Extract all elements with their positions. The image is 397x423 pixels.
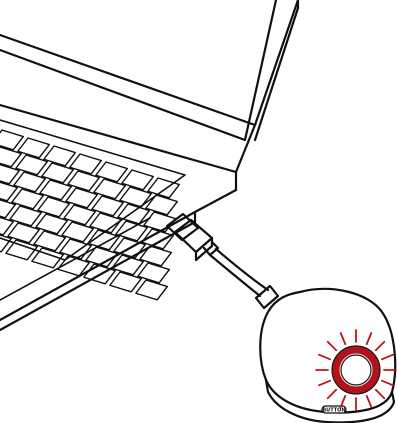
keyboard-key <box>16 155 47 175</box>
keyboard-key <box>0 130 23 150</box>
keyboard-key <box>34 231 65 251</box>
keyboard-key <box>18 138 49 158</box>
keyboard-key <box>14 172 45 192</box>
keyboard-key <box>138 263 169 283</box>
keyboard-key <box>120 187 151 207</box>
keyboard-key <box>62 222 93 242</box>
keyboard-key <box>110 272 141 292</box>
led-glow-ray <box>382 355 393 360</box>
led-glow-ray <box>319 381 330 386</box>
keyboard-key <box>70 154 101 174</box>
keyboard-key <box>42 163 73 183</box>
keyboard-key <box>64 205 95 225</box>
keyboard-key <box>94 179 125 199</box>
led-glow-ray <box>319 355 330 360</box>
keyboard-key <box>116 221 147 241</box>
usb-cable <box>210 249 268 296</box>
keyboard-key <box>38 197 69 217</box>
led-glow-ray <box>328 342 337 351</box>
keyboard-key <box>136 280 167 300</box>
keyboard-key <box>40 180 71 200</box>
usb-connector-icon <box>167 214 218 260</box>
keyboard-key <box>146 195 177 215</box>
laptop-screen <box>0 0 298 190</box>
led-glow-ray <box>376 342 385 351</box>
led-glow-ray <box>376 390 385 399</box>
led-light-icon <box>316 330 396 410</box>
keyboard-key <box>8 223 39 243</box>
keyboard-key <box>10 206 41 226</box>
led-glow-ray <box>341 396 346 407</box>
led-glow-ray <box>367 333 372 344</box>
keyboard-key <box>122 170 153 190</box>
keyboard-keys <box>0 130 179 300</box>
led-glow-ray <box>328 390 337 399</box>
keyboard-key <box>6 240 37 260</box>
keyboard-key <box>60 239 91 259</box>
device-badge: BUTTON <box>322 408 345 414</box>
keyboard-key <box>92 196 123 216</box>
led-glow-ray <box>382 381 393 386</box>
keyboard-key <box>66 188 97 208</box>
keyboard-key <box>12 189 43 209</box>
keyboard-key <box>96 162 127 182</box>
led-glow-ray <box>341 333 346 344</box>
keyboard-key <box>68 171 99 191</box>
led-glow-ray <box>367 396 372 407</box>
keyboard-key <box>148 178 179 198</box>
led-center <box>341 355 371 385</box>
keyboard-key <box>36 214 67 234</box>
keyboard-key <box>44 146 75 166</box>
